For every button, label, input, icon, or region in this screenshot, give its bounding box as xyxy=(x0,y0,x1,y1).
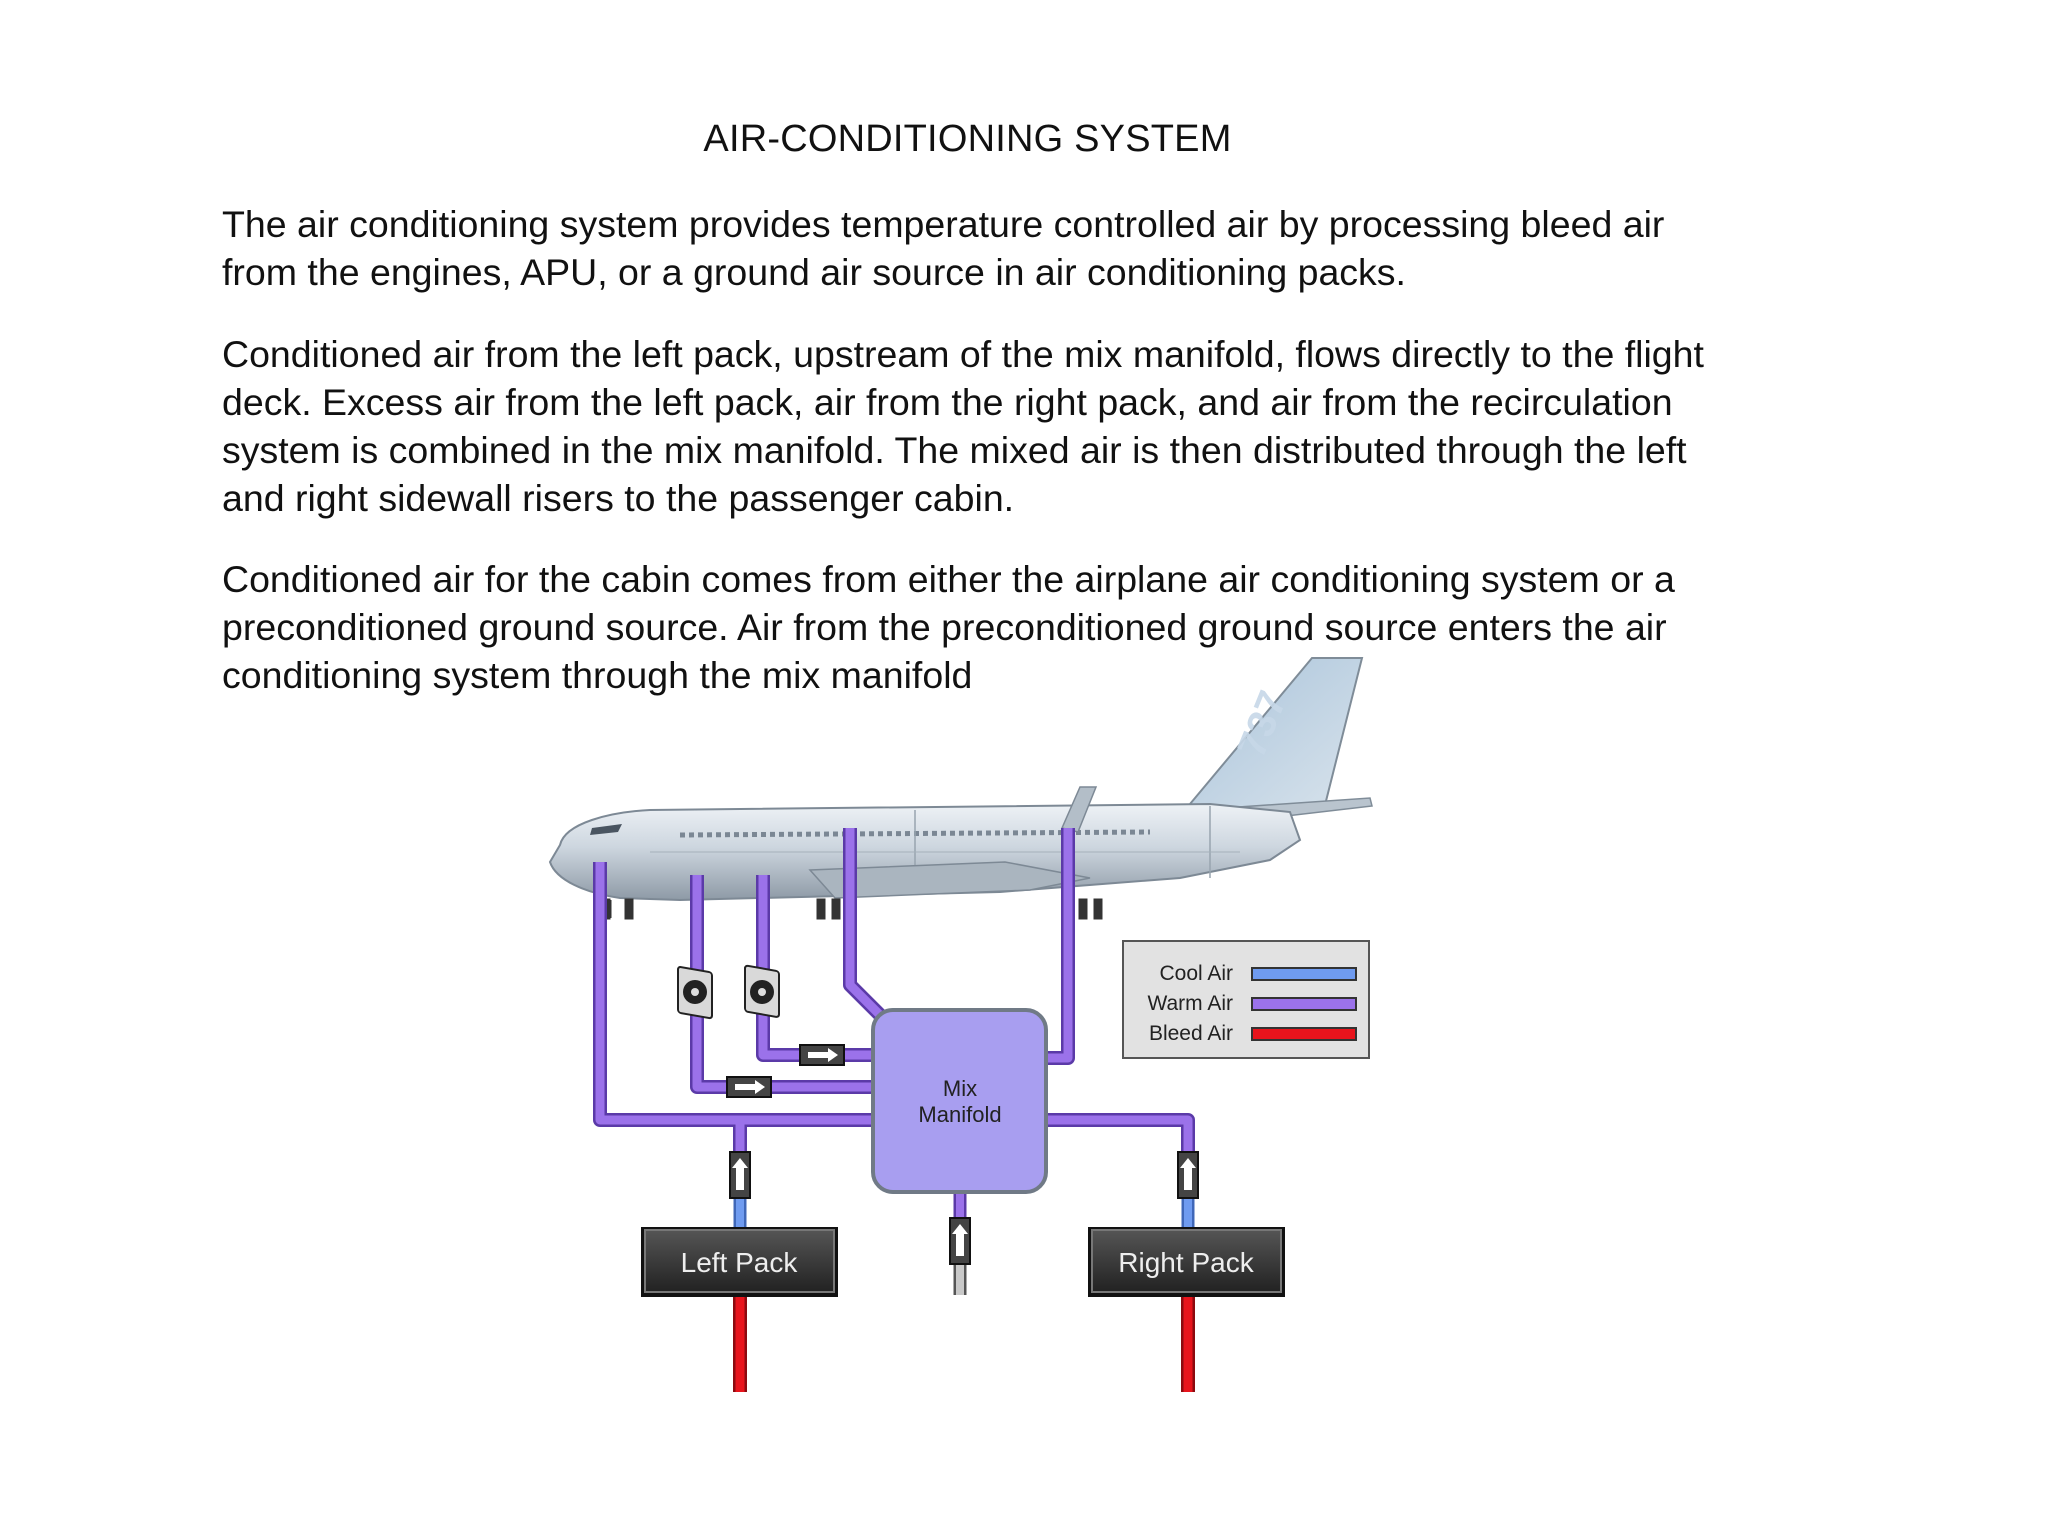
page-title: AIR-CONDITIONING SYSTEM xyxy=(703,118,1232,160)
recirculation-fan-right xyxy=(744,964,780,1018)
mix-manifold: Mix Manifold xyxy=(871,1008,1048,1194)
paragraph-flow: Conditioned air from the left pack, upst… xyxy=(222,333,1704,519)
recirculation-fan-left xyxy=(677,966,713,1020)
landing-gear xyxy=(601,898,1103,920)
paragraph-intro: The air conditioning system provides tem… xyxy=(222,203,1665,293)
legend-label-cool-air: Cool Air xyxy=(1159,962,1233,985)
right-pack-label: Right Pack xyxy=(1118,1247,1254,1278)
legend: Cool Air Warm Air Bleed Air xyxy=(1122,940,1370,1059)
right-pack: Right Pack xyxy=(1088,1227,1285,1297)
mix-manifold-label-line2: Manifold xyxy=(918,1102,1001,1127)
left-pack-label: Left Pack xyxy=(681,1247,799,1278)
legend-label-bleed-air: Bleed Air xyxy=(1149,1022,1233,1045)
legend-swatch-cool-air xyxy=(1251,967,1357,981)
flow-arrow-left-pack xyxy=(729,1151,751,1199)
flow-arrow-right-pack xyxy=(1177,1151,1199,1199)
mix-manifold-label-line1: Mix xyxy=(943,1076,977,1101)
airplane-wing xyxy=(808,861,1091,899)
legend-label-warm-air: Warm Air xyxy=(1147,992,1233,1015)
legend-swatch-warm-air xyxy=(1251,997,1357,1011)
flow-arrow-ground-source xyxy=(949,1217,971,1265)
flow-arrow-recirc-upper xyxy=(799,1044,845,1066)
airplane-illustration: 737 xyxy=(548,657,1373,920)
legend-swatch-bleed-air xyxy=(1251,1027,1357,1041)
paragraph-ground-source: Conditioned air for the cabin comes from… xyxy=(222,558,1675,696)
bleed-air-ducts xyxy=(733,1295,1195,1392)
flow-arrow-recirc-lower xyxy=(726,1076,772,1098)
left-pack: Left Pack xyxy=(641,1227,838,1297)
cockpit-windows xyxy=(590,824,622,835)
